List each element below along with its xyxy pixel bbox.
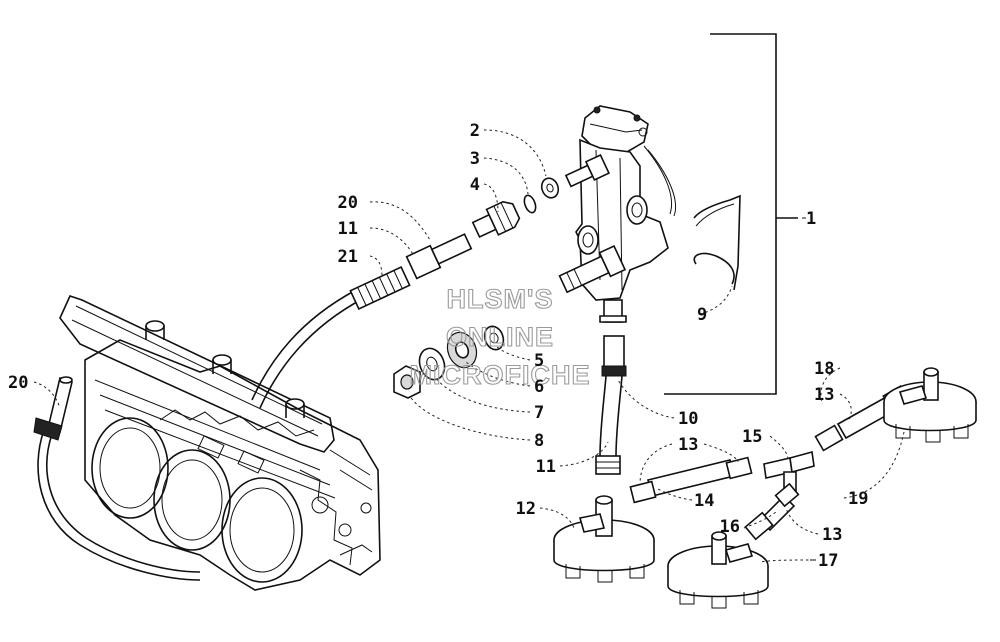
callout-4: 4 [470, 175, 480, 195]
callout-8: 8 [534, 431, 544, 451]
washer-stack [393, 325, 505, 399]
callout-19: 19 [848, 489, 868, 509]
callout-17: 17 [818, 551, 838, 571]
cable-hose [33, 233, 473, 581]
watermark-line-2: ONLINE [446, 322, 554, 352]
watermark-line-1: HLSM'S [447, 284, 554, 314]
callout-5: 5 [534, 351, 544, 371]
callout-14: 14 [694, 491, 714, 511]
pulse-lines [629, 384, 910, 541]
assembly-bracket [664, 33, 777, 395]
callout-16: 16 [720, 517, 740, 537]
callout-9: 9 [697, 305, 707, 325]
callout-labels: 2 3 4 20 11 21 1 9 5 6 7 8 20 10 11 13 1… [8, 121, 868, 571]
callout-6: 6 [534, 377, 544, 397]
outlet-hose [595, 335, 627, 475]
spring-clip [693, 194, 741, 291]
callout-13-lower: 13 [822, 525, 842, 545]
callout-13-center: 13 [678, 435, 698, 455]
leader-lines [33, 129, 905, 563]
callout-15: 15 [742, 427, 762, 447]
fittings-row [471, 177, 560, 239]
callout-2: 2 [470, 121, 480, 141]
callout-11-lower: 11 [536, 457, 556, 477]
watermark-line-3: MICROFICHE [410, 360, 591, 390]
callout-18: 13 [814, 385, 834, 405]
callout-7: 7 [534, 403, 544, 423]
carburetor-assembly [59, 295, 381, 591]
callout-10: 10 [678, 409, 698, 429]
fuel-pump [558, 105, 676, 323]
callout-21: 21 [338, 247, 358, 267]
callout-12: 12 [516, 499, 536, 519]
callout-3: 3 [470, 149, 480, 169]
valve-canisters [553, 367, 977, 609]
label-dashes [802, 217, 816, 561]
callout-20-left: 20 [8, 373, 28, 393]
callout-13-upper: 18 [814, 359, 834, 379]
watermark: HLSM'S ONLINE MICROFICHE [409, 283, 591, 390]
callout-1: 1 [806, 209, 816, 229]
callout-11-upper: 11 [338, 219, 358, 239]
callout-20-upper: 20 [338, 193, 358, 213]
